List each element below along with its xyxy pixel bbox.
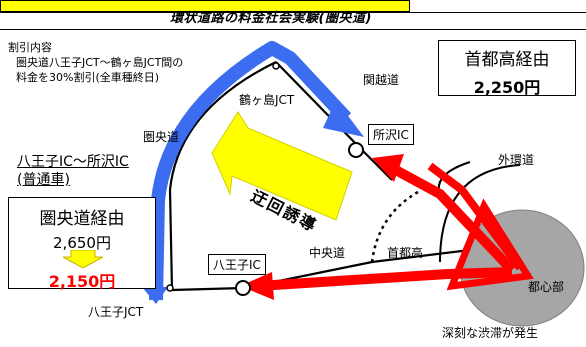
kan-etsu-label: 関越道 bbox=[363, 73, 400, 87]
tsurugashima-jct-label: 鶴ヶ島JCT bbox=[239, 93, 295, 107]
tsurugashima-jct-node bbox=[272, 62, 280, 70]
discount-line-1: 圏央道八王子JCT～鶴ヶ島JCT間の bbox=[16, 56, 184, 69]
kenodo-road bbox=[168, 61, 277, 291]
red-chuo-route bbox=[257, 267, 513, 291]
shutoko-route-label: 首都高経由 bbox=[464, 50, 550, 70]
kenodo-price-box: 圏央道経由 2,650円 2,150円 bbox=[8, 197, 156, 291]
red-northern-route bbox=[427, 162, 524, 271]
page-title: 環状道路の料金社会実験(圏央道) bbox=[170, 11, 372, 26]
shutoko-label: 首都高 bbox=[387, 246, 424, 260]
hachioji-ic-node bbox=[235, 280, 251, 296]
discount-content: 割引内容 圏央道八王子JCT～鶴ヶ島JCT間の 料金を30%割引(全車種終日) bbox=[8, 40, 183, 85]
blue-detour-tail bbox=[142, 287, 168, 304]
hachioji-jct-label: 八王子JCT bbox=[88, 305, 144, 319]
red-center-wedge bbox=[446, 198, 534, 291]
shutoko-price: 2,250円 bbox=[473, 78, 541, 97]
toshinbu-label: 都心部 bbox=[528, 280, 565, 294]
shutoko-price-box: 首都高経由 2,250円 bbox=[438, 40, 576, 97]
route-section-label: 八王子IC～所沢IC (普通車) bbox=[17, 153, 129, 189]
congestion-label: 深刻な渋滞が発生 bbox=[442, 326, 539, 340]
red-kanetsu-route bbox=[389, 163, 516, 274]
route-section-line-2: (普通車) bbox=[17, 172, 70, 188]
price-down-arrow-icon bbox=[63, 250, 103, 268]
route-section-line-1: 八王子IC～所沢IC bbox=[17, 154, 129, 170]
red-kanetsu-arrowhead bbox=[372, 154, 404, 182]
title-highlight-strip bbox=[0, 0, 410, 12]
chuo-road bbox=[171, 248, 471, 292]
blue-detour-arrowhead bbox=[323, 100, 364, 137]
kenodo-old-price: 2,650円 bbox=[53, 234, 111, 252]
kenodo-route-label: 圏央道経由 bbox=[39, 209, 125, 229]
chuo-label: 中央道 bbox=[309, 246, 346, 260]
title-bar bbox=[0, 12, 586, 30]
blue-detour-route bbox=[149, 41, 352, 301]
hachioji-ic-label: 八王子IC bbox=[208, 254, 266, 275]
kenodo-label: 圏央道 bbox=[143, 130, 180, 144]
red-chuo-arrowhead bbox=[240, 272, 274, 300]
discount-line-2: 料金を30%割引(全車種終日) bbox=[16, 71, 160, 84]
tokorozawa-ic-label: 所沢IC bbox=[368, 124, 414, 145]
shutoko-dotted-link bbox=[370, 190, 419, 263]
hachioji-jct-node bbox=[166, 284, 174, 292]
tokorozawa-ic-node bbox=[348, 142, 364, 158]
kenodo-new-price: 2,150円 bbox=[48, 272, 116, 291]
yellow-induction-arrow bbox=[211, 111, 353, 221]
discount-heading: 割引内容 bbox=[8, 41, 52, 54]
gaikan-label: 外環道 bbox=[498, 153, 535, 167]
